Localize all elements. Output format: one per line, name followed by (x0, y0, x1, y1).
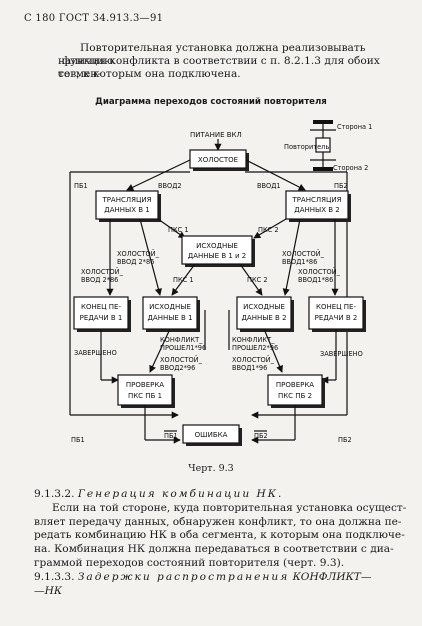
label-pks1-top: ПКС 1 (168, 226, 189, 234)
section-932-body-4: на. Комбинация НК должна передаваться в … (34, 543, 394, 556)
label-idle-in2-a1: ХОЛОСТОЙ_ (117, 249, 160, 258)
label-idle-in1-a2: ВВОД1*86 (282, 258, 317, 266)
svg-text:ДАННЫЕ В 1: ДАННЫЕ В 1 (147, 314, 192, 322)
label-idle-in1c-a: ХОЛОСТОЙ_ (232, 355, 275, 364)
diagram-caption: Черт. 9.3 (188, 463, 234, 474)
legend-side1: Сторона 1 (337, 123, 372, 131)
label-conflict1-b: ПРОШЕЛ1*96 (160, 344, 206, 352)
state-error: ОШИБКА (182, 424, 242, 446)
label-pb1-bar: ПБ1 (164, 432, 178, 440)
label-idle-in2c-a: ХОЛОСТОЙ_ (160, 355, 203, 364)
svg-text:ТРАНСЛЯЦИЯ: ТРАНСЛЯЦИЯ (291, 196, 341, 204)
label-done-left: ЗАВЕРШЕНО (74, 349, 117, 357)
state-initial-data-1-2: ИСХОДНЫЕ ДАННЫЕ В 1 и 2 (181, 235, 255, 267)
state-idle: ХОЛОСТОЕ (189, 149, 249, 171)
svg-text:КОНЕЦ ПЕ-: КОНЕЦ ПЕ- (81, 303, 122, 311)
section-933-num: 9.1.3.3. (34, 570, 75, 583)
svg-text:ИСХОДНЫЕ: ИСХОДНЫЕ (243, 303, 285, 311)
intro-line-3: тов, к которым она подключена. (58, 68, 241, 80)
svg-text:ОШИБКА: ОШИБКА (195, 431, 228, 439)
label-idle-in2-a2: ВВОД 2*86 (117, 258, 154, 266)
power-on-label: ПИТАНИЕ ВКЛ (190, 131, 242, 139)
label-pb2: ПБ2 (334, 182, 348, 190)
svg-text:ИСХОДНЫЕ: ИСХОДНЫЕ (196, 242, 238, 250)
state-transfer-data-1: ТРАНСЛЯЦИЯ ДАННЫХ В 1 (95, 190, 161, 222)
label-pks2-mid: ПКС 2 (247, 276, 268, 284)
label-pb1-bottom: ПБ1 (71, 436, 85, 444)
section-932-body-2: вляет передачу данных, обнаружен конфлик… (34, 515, 402, 528)
section-933-title-it2: —НК (34, 584, 63, 597)
label-pks2-top: ПКС 2 (258, 226, 279, 234)
label-conflict2-b: ПРОШЕЛ2*96 (232, 344, 278, 352)
label-pks1-mid: ПКС 1 (173, 276, 194, 284)
label-idle-in2-b1: ХОЛОСТОЙ_ (81, 267, 124, 276)
section-9-1-3-2: 9.1.3.2. Генерация комбинации НК. Если н… (34, 488, 410, 598)
legend: Сторона 1 Повторитель Сторона 2 (284, 120, 372, 172)
state-initial-data-1: ИСХОДНЫЕ ДАННЫЕ В 1 (142, 296, 200, 332)
state-transition-diagram: Сторона 1 Повторитель Сторона 2 ПИТАНИЕ … (69, 120, 372, 446)
svg-text:РЕДАЧИ В 2: РЕДАЧИ В 2 (315, 314, 358, 322)
state-check-pb2: ПРОВЕРКА ПКС ПБ 2 (267, 374, 325, 408)
label-pb1: ПБ1 (74, 182, 88, 190)
section-933-title: Задержки распространения (77, 570, 290, 583)
svg-text:ДАННЫЕ В 2: ДАННЫЕ В 2 (241, 314, 286, 322)
section-933-title-it: КОНФЛИКТ— (292, 570, 372, 583)
svg-text:ПРОВЕРКА: ПРОВЕРКА (126, 381, 164, 389)
state-transfer-data-2: ТРАНСЛЯЦИЯ ДАННЫХ В 2 (285, 190, 351, 222)
svg-text:ИСХОДНЫЕ: ИСХОДНЫЕ (149, 303, 191, 311)
svg-text:ПКС ПБ 2: ПКС ПБ 2 (278, 392, 312, 400)
label-idle-in1-a1: ХОЛОСТОЙ_ (282, 249, 325, 258)
state-end-transfer-2: КОНЕЦ ПЕ- РЕДАЧИ В 2 (308, 296, 366, 332)
section-932-body-5: граммой переходов состояний повторителя … (34, 556, 345, 569)
section-932-num: 9.1.3.2. (34, 488, 75, 500)
svg-text:ДАННЫЕ В 1 и 2: ДАННЫЕ В 1 и 2 (188, 252, 247, 260)
svg-text:ПКС ПБ 1: ПКС ПБ 1 (128, 392, 162, 400)
label-pb2-bottom: ПБ2 (338, 436, 352, 444)
svg-text:ДАННЫХ В 2: ДАННЫХ В 2 (294, 206, 339, 214)
label-vvod2: ВВОД2 (158, 182, 182, 190)
section-932-body-3: редать комбинацию НК в оба сегмента, к к… (34, 529, 405, 542)
legend-side2: Сторона 2 (333, 164, 368, 172)
label-idle-in1c-b: ВВОД1*96 (232, 364, 267, 372)
state-idle-label: ХОЛОСТОЕ (198, 156, 238, 164)
section-932-body-1: Если на той стороне, куда повторительная… (52, 501, 407, 514)
intro-line-1: Повторительная установка должна реализов… (62, 42, 366, 67)
state-end-transfer-1: КОНЕЦ ПЕ- РЕДАЧИ В 1 (73, 296, 131, 332)
svg-text:РЕДАЧИ В 1: РЕДАЧИ В 1 (80, 314, 123, 322)
state-check-pb1: ПРОВЕРКА ПКС ПБ 1 (117, 374, 175, 408)
diagram-title: Диаграмма переходов состояний повторител… (95, 97, 327, 107)
label-conflict1-a: КОНФЛИКТ_ (160, 336, 203, 344)
legend-repeater: Повторитель (284, 143, 329, 151)
label-idle-in2-b2: ВВОД 2*86 (81, 276, 118, 284)
label-done-right: ЗАВЕРШЕНО (320, 350, 363, 358)
svg-text:ПРОВЕРКА: ПРОВЕРКА (276, 381, 314, 389)
svg-text:ДАННЫХ В 1: ДАННЫХ В 1 (104, 206, 149, 214)
page-header: С 180 ГОСТ 34.913.3—91 (24, 13, 164, 24)
section-932-title: Генерация комбинации НК. (77, 488, 284, 500)
label-vvod1: ВВОД1 (257, 182, 281, 190)
label-idle-in2c-b: ВВОД2*96 (160, 364, 195, 372)
intro-line-2: наличия конфликта в соответствии с п. 8.… (58, 55, 380, 80)
state-initial-data-2: ИСХОДНЫЕ ДАННЫЕ В 2 (236, 296, 294, 332)
svg-text:ТРАНСЛЯЦИЯ: ТРАНСЛЯЦИЯ (101, 196, 151, 204)
label-idle-in1-b1: ХОЛОСТОЙ_ (298, 267, 341, 276)
label-idle-in1-b2: ВВОД1*86 (298, 276, 333, 284)
label-pb2-bar: ПБ2 (254, 432, 268, 440)
label-conflict2-a: КОНФЛИКТ_ (232, 336, 275, 344)
svg-text:КОНЕЦ ПЕ-: КОНЕЦ ПЕ- (316, 303, 357, 311)
